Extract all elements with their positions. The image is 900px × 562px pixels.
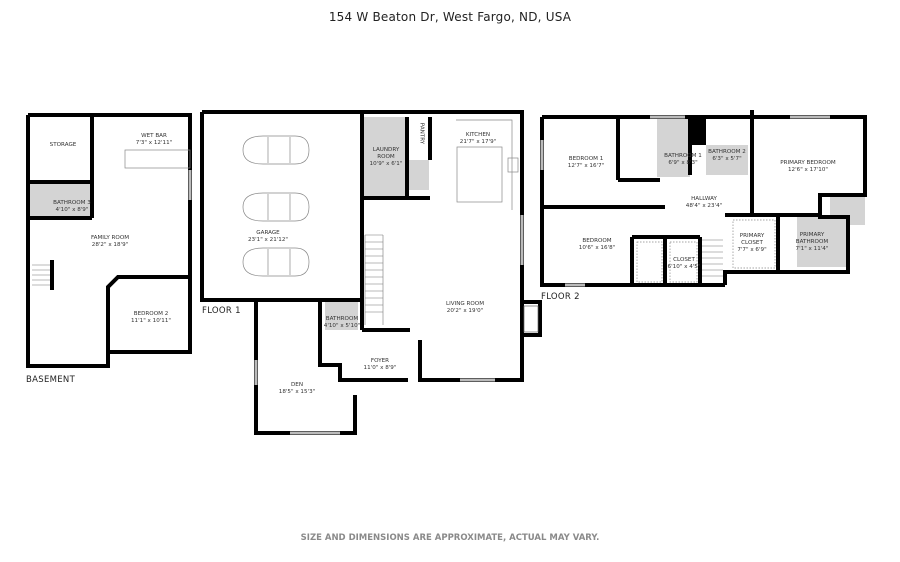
address-title: 154 W Beaton Dr, West Fargo, ND, USA: [328, 10, 572, 24]
disclaimer: SIZE AND DIMENSIONS ARE APPROXIMATE, ACT…: [300, 533, 600, 543]
floor-label-basement: BASEMENT: [26, 375, 76, 385]
floor-label-floor2: FLOOR 2: [541, 292, 580, 302]
room-storage: STORAGE: [49, 142, 77, 148]
floor-label-floor1: FLOOR 1: [202, 306, 241, 316]
room-pantry: PANTRY: [418, 122, 425, 145]
